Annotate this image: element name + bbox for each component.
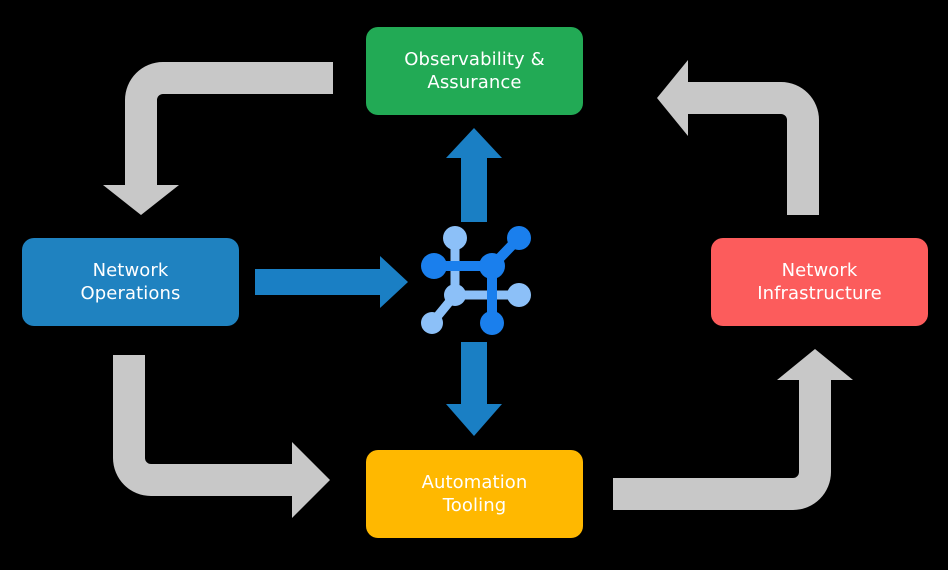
- connector-center-to-automation: [446, 342, 502, 436]
- topology-primary-nodes: [421, 226, 531, 335]
- node-observability-assurance[interactable]: Observability & Assurance: [366, 27, 583, 115]
- connector-observability-to-operations: [103, 62, 333, 215]
- topology-secondary-nodes: [421, 226, 531, 334]
- connector-infrastructure-to-observability: [657, 60, 819, 215]
- topology-secondary-links: [427, 233, 524, 328]
- topology-primary-links: [429, 233, 524, 328]
- connector-center-to-observability: [446, 128, 502, 222]
- connector-operations-to-automation: [113, 355, 330, 518]
- node-automation-tooling[interactable]: Automation Tooling: [366, 450, 583, 538]
- connector-operations-to-center: [255, 256, 408, 308]
- node-network-operations[interactable]: Network Operations: [22, 238, 239, 326]
- connector-automation-to-infrastructure: [613, 349, 853, 510]
- node-network-infrastructure[interactable]: Network Infrastructure: [711, 238, 928, 326]
